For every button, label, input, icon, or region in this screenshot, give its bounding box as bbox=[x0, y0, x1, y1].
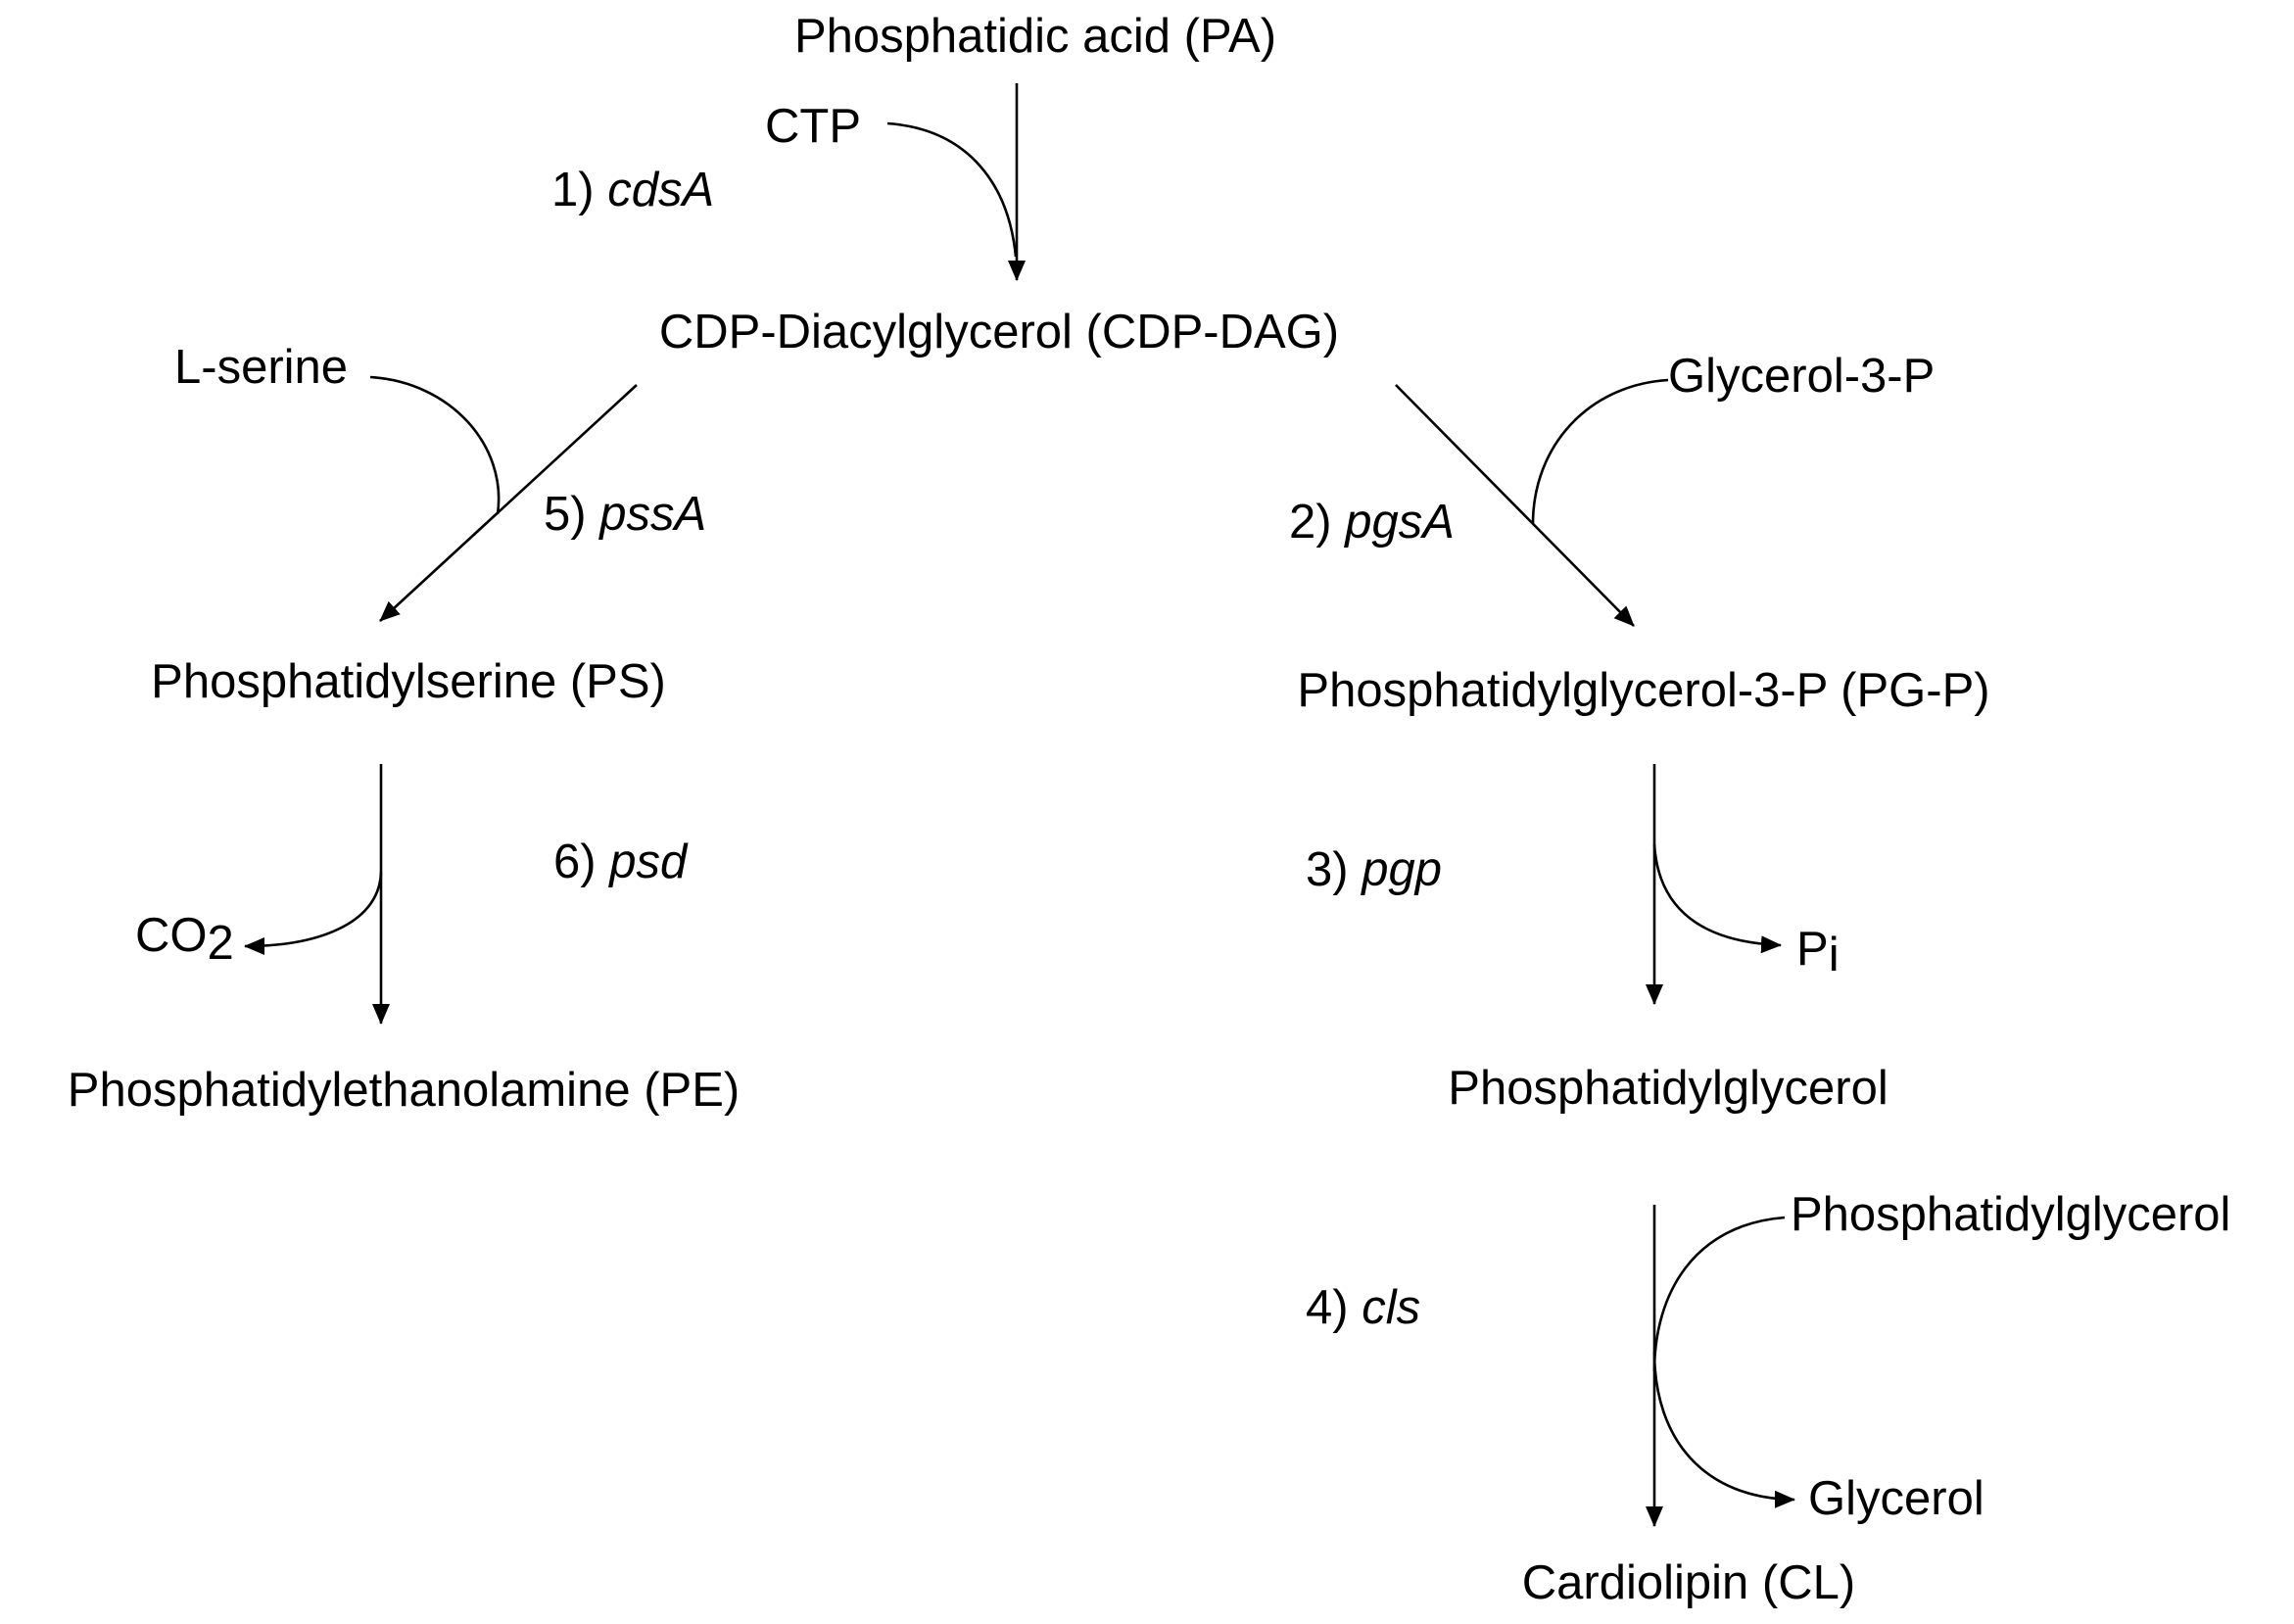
arrow-glycerol-3-p-joining bbox=[1531, 378, 1669, 525]
arrow-cdp-dag-to-ps bbox=[379, 384, 638, 622]
enzyme-label-pssa: 5) pssA bbox=[544, 488, 706, 541]
compound-cdp-dag: CDP-Diacylglycerol (CDP-DAG) bbox=[659, 306, 1339, 358]
arrow-glycerol-release bbox=[1652, 1351, 1795, 1508]
compound-pgp: Phosphatidylglycerol-3-P (PG-P) bbox=[1297, 664, 1989, 717]
arrow-pi-release bbox=[1652, 843, 1782, 954]
cosubstrate-phosphatidylglycerol: Phosphatidylglycerol bbox=[1791, 1188, 2230, 1241]
arrow-ctp-joining bbox=[886, 121, 1018, 258]
enzyme-label-cdsa: 1) cdsA bbox=[551, 164, 714, 216]
compound-pg: Phosphatidylglycerol bbox=[1448, 1062, 1888, 1115]
arrow-phosphatidylglycerol-joining bbox=[1652, 1216, 1786, 1372]
enzyme-label-cls: 4) cls bbox=[1306, 1281, 1420, 1334]
compound-cl: Cardiolipin (CL) bbox=[1522, 1556, 1855, 1609]
arrow-l-serine-joining bbox=[369, 375, 501, 515]
cosubstrate-glycerol-3-p: Glycerol-3-P bbox=[1668, 350, 1935, 403]
enzyme-label-psd: 6) psd bbox=[553, 836, 689, 888]
cosubstrate-ctp: CTP bbox=[765, 100, 861, 153]
arrow-cdp-dag-to-pgp bbox=[1395, 384, 1635, 627]
arrow-co2-release bbox=[244, 871, 383, 955]
enzyme-label-pgp: 3) pgp bbox=[1306, 843, 1442, 896]
byproduct-pi: Pi bbox=[1796, 923, 1840, 981]
cosubstrate-l-serine: L-serine bbox=[174, 341, 348, 394]
compound-pe: Phosphatidylethanolamine (PE) bbox=[68, 1064, 740, 1117]
byproduct-co2: CO2 bbox=[135, 909, 234, 970]
compound-pa: Phosphatidic acid (PA) bbox=[794, 10, 1276, 63]
byproduct-glycerol: Glycerol bbox=[1808, 1472, 1984, 1525]
enzyme-label-pgsa: 2) pgsA bbox=[1289, 496, 1455, 549]
compound-ps: Phosphatidylserine (PS) bbox=[151, 655, 666, 708]
